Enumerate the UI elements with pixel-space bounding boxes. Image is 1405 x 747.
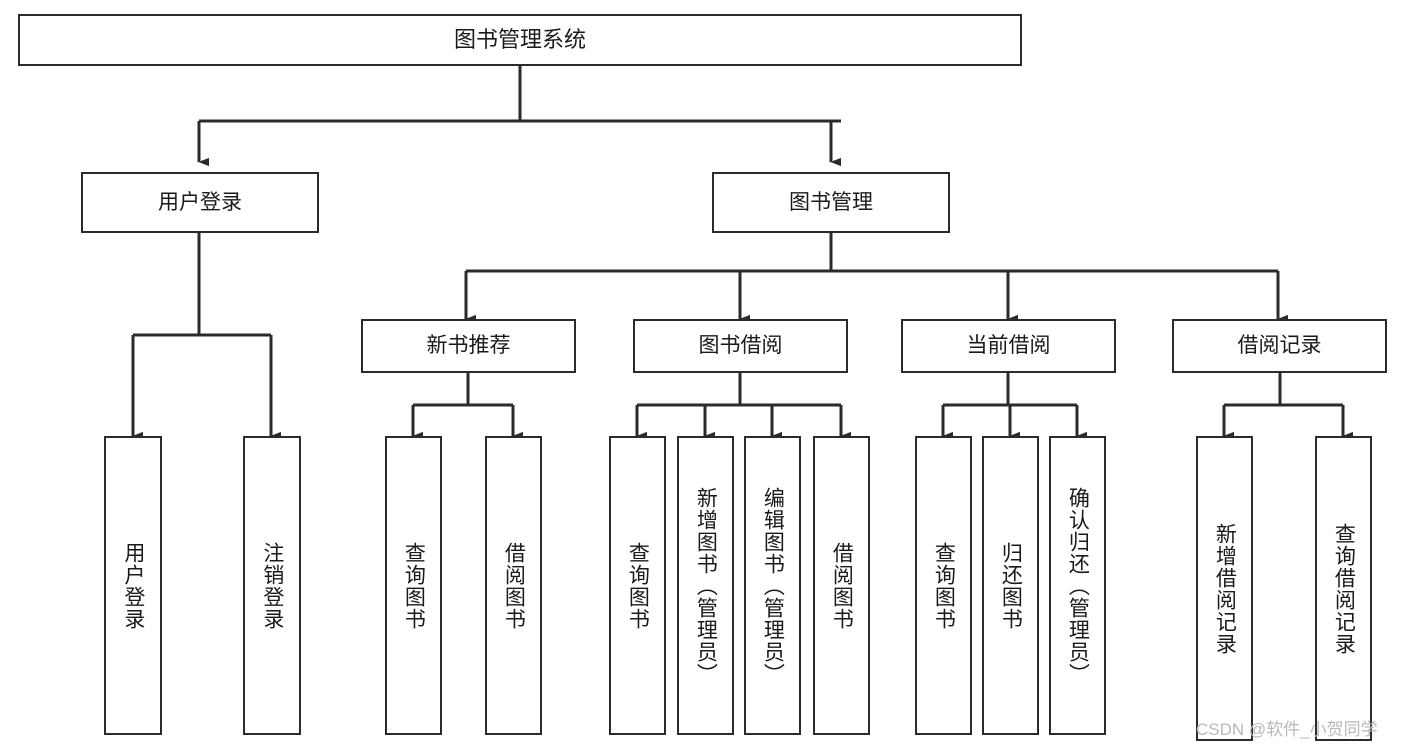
node-label: 图书借阅 <box>698 334 783 358</box>
leaf-query-book-recommend[interactable]: 查询图书 <box>385 436 442 735</box>
node-label: 借阅图书 <box>502 541 526 630</box>
node-label: 查询图书 <box>402 541 426 630</box>
node-label: 查询图书 <box>932 541 956 630</box>
node-book-borrow[interactable]: 图书借阅 <box>633 319 848 373</box>
node-new-book-recommend[interactable]: 新书推荐 <box>361 319 576 373</box>
node-book-manage[interactable]: 图书管理 <box>712 172 950 233</box>
leaf-edit-book[interactable]: 编辑图书（管理员） <box>744 436 801 735</box>
node-borrow-record[interactable]: 借阅记录 <box>1172 319 1387 373</box>
leaf-user-login[interactable]: 用户登录 <box>104 436 162 735</box>
node-label: 图书管理系统 <box>453 26 586 52</box>
leaf-logout-login[interactable]: 注销登录 <box>243 436 301 735</box>
leaf-add-borrow-record[interactable]: 新增借阅记录 <box>1196 436 1253 741</box>
leaf-borrow-book[interactable]: 借阅图书 <box>813 436 870 735</box>
node-root-system[interactable]: 图书管理系统 <box>18 14 1022 66</box>
node-label: 图书管理 <box>789 190 873 214</box>
node-label: 归还图书 <box>999 541 1023 630</box>
leaf-borrow-book-recommend[interactable]: 借阅图书 <box>485 436 542 735</box>
node-label: 用户登录 <box>158 190 242 214</box>
node-label: 新增图书（管理员） <box>694 486 718 685</box>
leaf-confirm-return[interactable]: 确认归还（管理员） <box>1049 436 1106 735</box>
leaf-query-book-current[interactable]: 查询图书 <box>915 436 972 735</box>
node-label: 新书推荐 <box>426 334 511 358</box>
node-user-login[interactable]: 用户登录 <box>81 172 319 233</box>
node-label: 借阅记录 <box>1237 334 1322 358</box>
leaf-query-book-borrow[interactable]: 查询图书 <box>609 436 666 735</box>
node-label: 用户登录 <box>121 541 145 630</box>
leaf-add-book[interactable]: 新增图书（管理员） <box>677 436 734 735</box>
leaf-return-book[interactable]: 归还图书 <box>982 436 1039 735</box>
node-label: 查询借阅记录 <box>1332 522 1356 655</box>
node-label: 借阅图书 <box>830 541 854 630</box>
node-label: 编辑图书（管理员） <box>761 486 785 685</box>
node-label: 新增借阅记录 <box>1213 522 1237 655</box>
node-label: 确认归还（管理员） <box>1066 486 1090 685</box>
node-label: 查询图书 <box>626 541 650 630</box>
leaf-query-borrow-record[interactable]: 查询借阅记录 <box>1315 436 1372 741</box>
node-label: 当前借阅 <box>966 334 1051 358</box>
node-current-borrow[interactable]: 当前借阅 <box>901 319 1116 373</box>
node-label: 注销登录 <box>260 541 284 630</box>
